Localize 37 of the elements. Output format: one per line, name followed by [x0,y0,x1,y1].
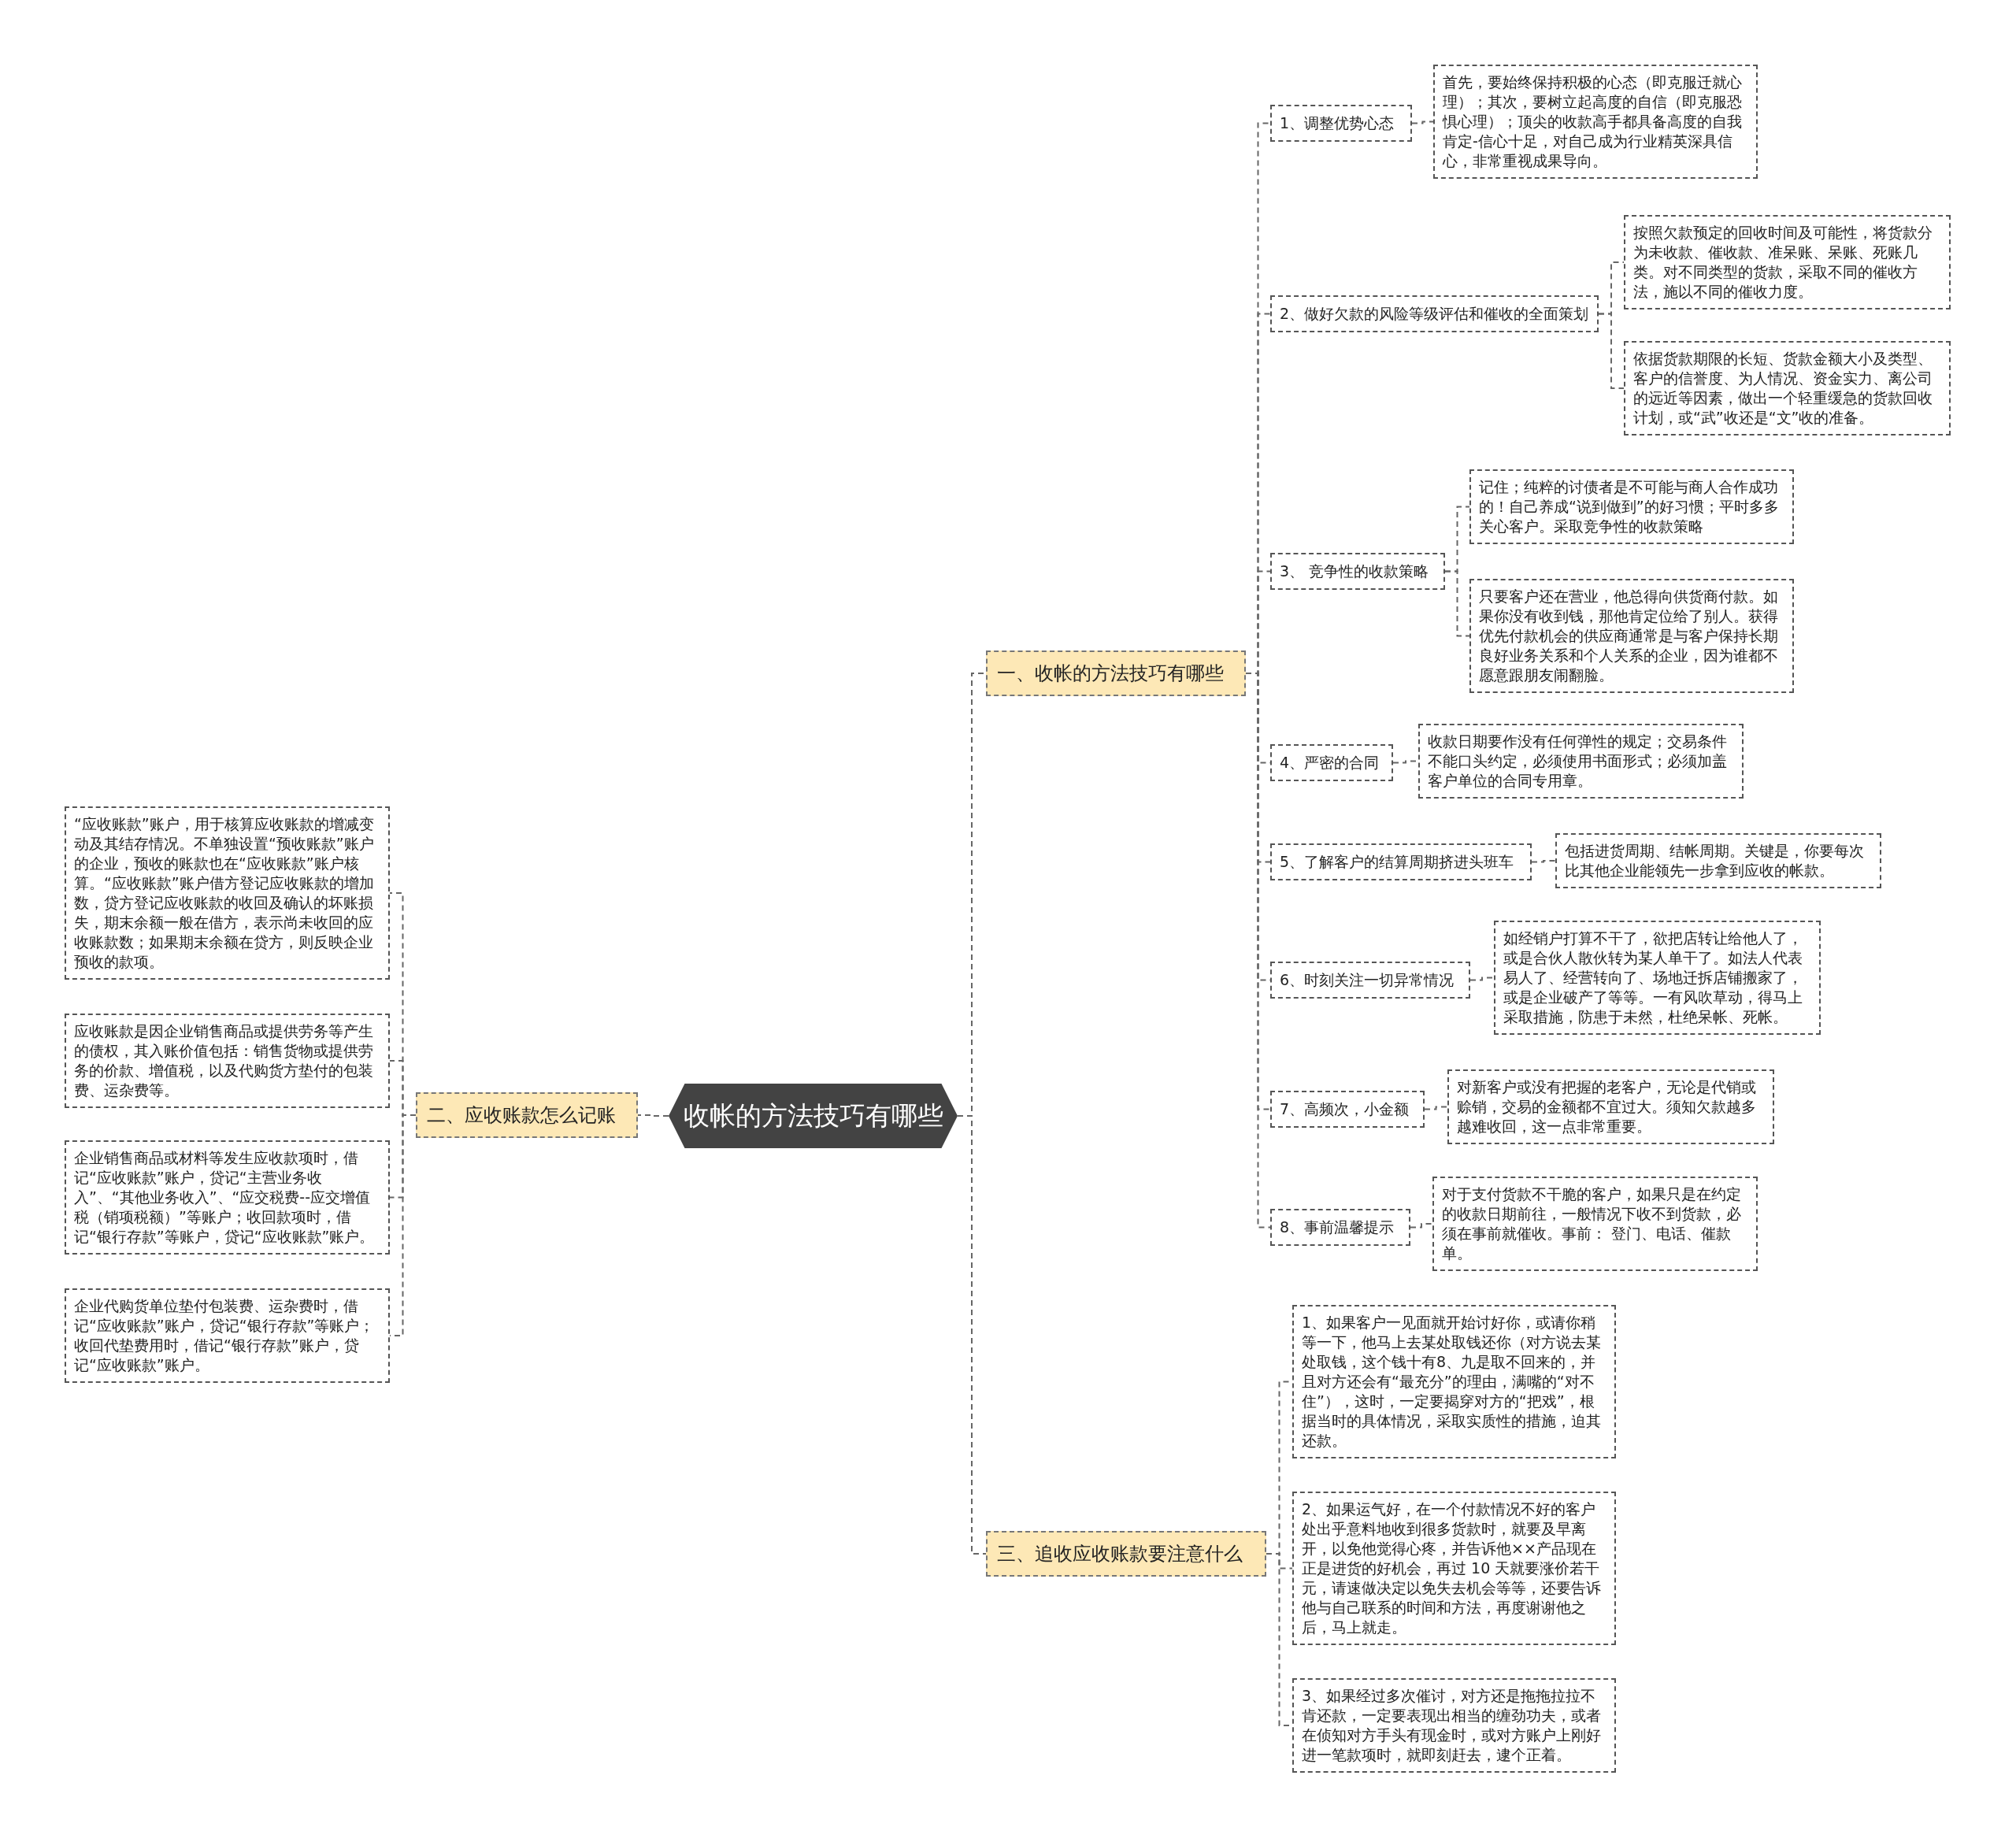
branch-topic: 二、应收账款怎么记账 [416,1092,638,1138]
note-card: 1、如果客户一见面就开始讨好你，或请你稍等一下，他马上去某处取钱还你（对方说去某处取钱，这个钱十有8、九是取不回来的，并且对方还会有“最充分”的理由，满嘴的“对不住”），这时，一定要揭穿对方的“把戏”，根据当时的具体情况，采取实质性的措施，迫其还款。 [1292,1305,1616,1458]
note-card: 企业代购货单位垫付包装费、运杂费时，借记“应收账款”账户，贷记“银行存款”等账户；收回代垫费用时，借记“银行存款”账户，贷记“应收账款”账户。 [65,1288,390,1383]
subtopic-label: 6、时刻关注一切异常情况 [1270,962,1470,999]
subtopic-label: 4、严密的合同 [1270,744,1393,781]
subtopic-label: 2、做好欠款的风险等级评估和催收的全面策划 [1270,295,1599,332]
note-card: 对新客户或没有把握的老客户，无论是代销或赊销，交易的金额都不宜过大。须知欠款越多越难收回，这一点非常重要。 [1447,1069,1774,1144]
note-card: 只要客户还在营业，他总得向供货商付款。如果你没有收到钱，那他肯定位给了别人。获得优先付款机会的供应商通常是与客户保持长期良好业务关系和个人关系的企业，因为谁都不愿意跟朋友闹翻脸。 [1469,579,1794,693]
note-card: 对于支付货款不干脆的客户，如果只是在约定的收款日期前往，一般情况下收不到货款，必须在事前就催收。事前： 登门、电话、催款单。 [1432,1177,1758,1271]
note-card: 依据货款期限的长短、货款金额大小及类型、客户的信誉度、为人情况、资金实力、离公司的远近等因素，做出一个轻重缓急的货款回收计划，或“武”收还是“文”收的准备。 [1624,341,1951,435]
note-card: 收款日期要作没有任何弹性的规定；交易条件不能口头约定，必须使用书面形式；必须加盖客户单位的合同专用章。 [1418,724,1744,799]
note-card: 3、如果经过多次催讨，对方还是拖拖拉拉不肯还款，一定要表现出相当的缠劲功夫，或者在侦知对方手头有现金时，或对方账户上刚好进一笔款项时，就即刻赶去，逮个正着。 [1292,1678,1616,1773]
connector-line [1424,1106,1448,1110]
connector-line [1444,570,1470,637]
subtopic-label: 3、 竞争性的收款策略 [1270,553,1445,590]
note-card: 2、如果运气好，在一个付款情况不好的客户处出乎意料地收到很多货款时，就要及早离开，以免他觉得心疼，并告诉他××产品现在正是进货的好机会，再过 10 天就要涨价若干元，请速做决定以免失去机会等等，还要告诉他与自己联系的时间和方法，再度谢谢他之后，马上就走。 [1292,1492,1616,1645]
connector-line [1598,313,1625,389]
connector-line [637,1114,669,1117]
note-card: 按照欠款预定的回收时间及可能性，将货款分为未收款、催收款、准呆账、呆账、死账几类。对不同类型的货款，采取不同的催收方法，施以不同的催收力度。 [1624,215,1951,309]
branch-topic: 一、收帐的方法技巧有哪些 [986,650,1246,696]
note-card: 如经销户打算不干了，欲把店转让给他人了，或是合伙人散伙转为某人单干了。如法人代表易人了、经营转向了、场地迁拆店铺搬家了，或是企业破产了等等。一有风吹草动，得马上采取措施，防患于未然，杜绝呆帐、死帐。 [1494,921,1821,1035]
branch-topic: 三、追收应收账款要注意什么 [986,1531,1266,1577]
note-card: 记住；纯粹的讨债者是不可能与商人合作成功的！自己养成“说到做到”的好习惯；平时多多关心客户。采取竞争性的收款策略 [1469,469,1794,544]
connector-line [1531,860,1556,863]
central-topic: 收帐的方法技巧有哪些 [669,1084,958,1148]
subtopic-label: 8、事前温馨提示 [1270,1209,1410,1246]
connector-line [1410,1223,1433,1229]
subtopic-label: 1、调整优势心态 [1270,105,1412,142]
note-card: 企业销售商品或材料等发生应收款项时，借记“应收账款”账户，贷记“主营业务收入”、“其他业务收入”、“应交税费--应交增值税（销项税额）”等账户；收回款项时，借记“银行存款”等账户，贷记“应收账款”账户。 [65,1140,390,1255]
note-card: 包括进货周期、结帐周期。关键是，你要每次比其他企业能领先一步拿到应收的帐款。 [1555,833,1881,888]
note-card: “应收账款”账户，用于核算应收账款的增减变动及其结存情况。不单独设置“预收账款”账户的企业，预收的账款也在“应收账款”账户核算。“应收账款”账户借方登记应收账款的增加数，贷方登记应收账款的收回及确认的坏账损失，期末余额一般在借方，表示尚未收回的应收账款数；如果期末余额在贷方，则反映企业预收的款项。 [65,806,390,980]
subtopic-label: 5、了解客户的结算周期挤进头班车 [1270,843,1532,880]
connector-line [1469,977,1495,981]
note-card: 首先，要始终保持积极的心态（即克服迁就心理）；其次，要树立起高度的自信（即克服恐惧心理）；顶尖的收款高手都具备高度的自我肯定-信心十足，对自己成为行业精英深具信心，非常重视成果导向。 [1433,65,1758,179]
connector-line [1411,120,1434,124]
note-card: 应收账款是因企业销售商品或提供劳务等产生的债权，其入账价值包括：销售货物或提供劳务的价款、增值税，以及代购货方垫付的包装费、运杂费等。 [65,1014,390,1108]
subtopic-label: 7、高频次，小金额 [1270,1091,1425,1128]
